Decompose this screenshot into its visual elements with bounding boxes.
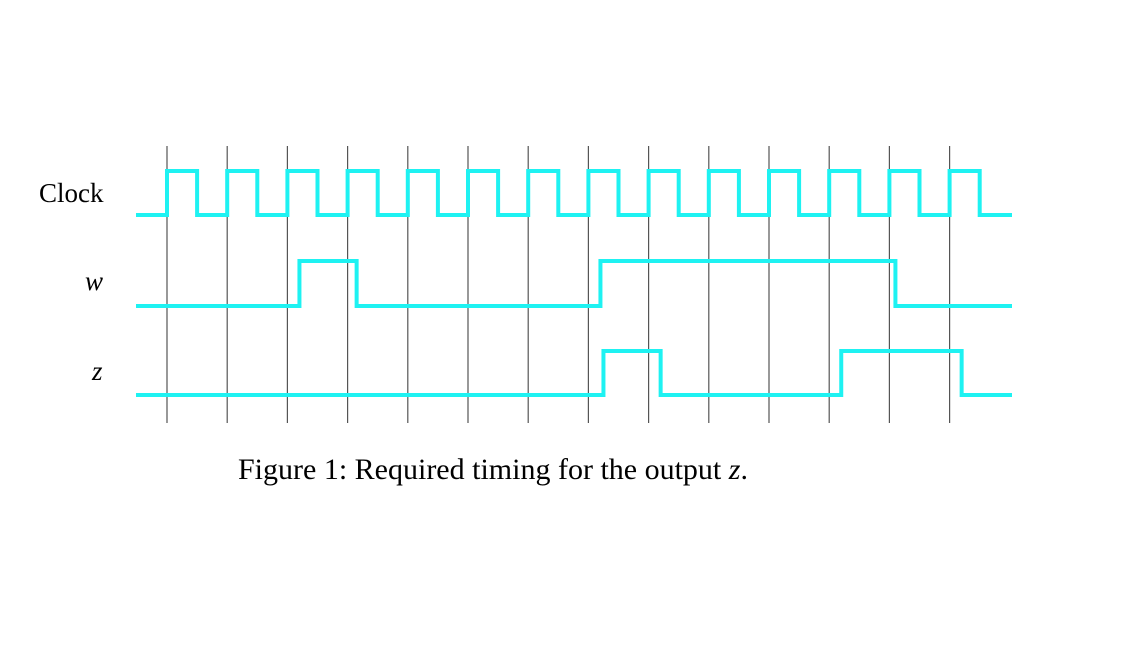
signal-label-clock: Clock	[39, 178, 104, 208]
signal-waveforms	[136, 169, 1012, 397]
caption-text: Figure 1: Required timing for the output	[238, 453, 729, 486]
signal-label-z: z	[92, 356, 103, 386]
caption-suffix: .	[740, 453, 748, 486]
signal-label-w: w	[85, 266, 104, 296]
caption-variable: z	[728, 453, 741, 486]
waveform-z	[136, 349, 1012, 397]
waveform-clock	[136, 169, 1012, 217]
waveform-w	[136, 259, 1012, 308]
figure-caption: Figure 1: Required timing for the output…	[238, 453, 748, 487]
